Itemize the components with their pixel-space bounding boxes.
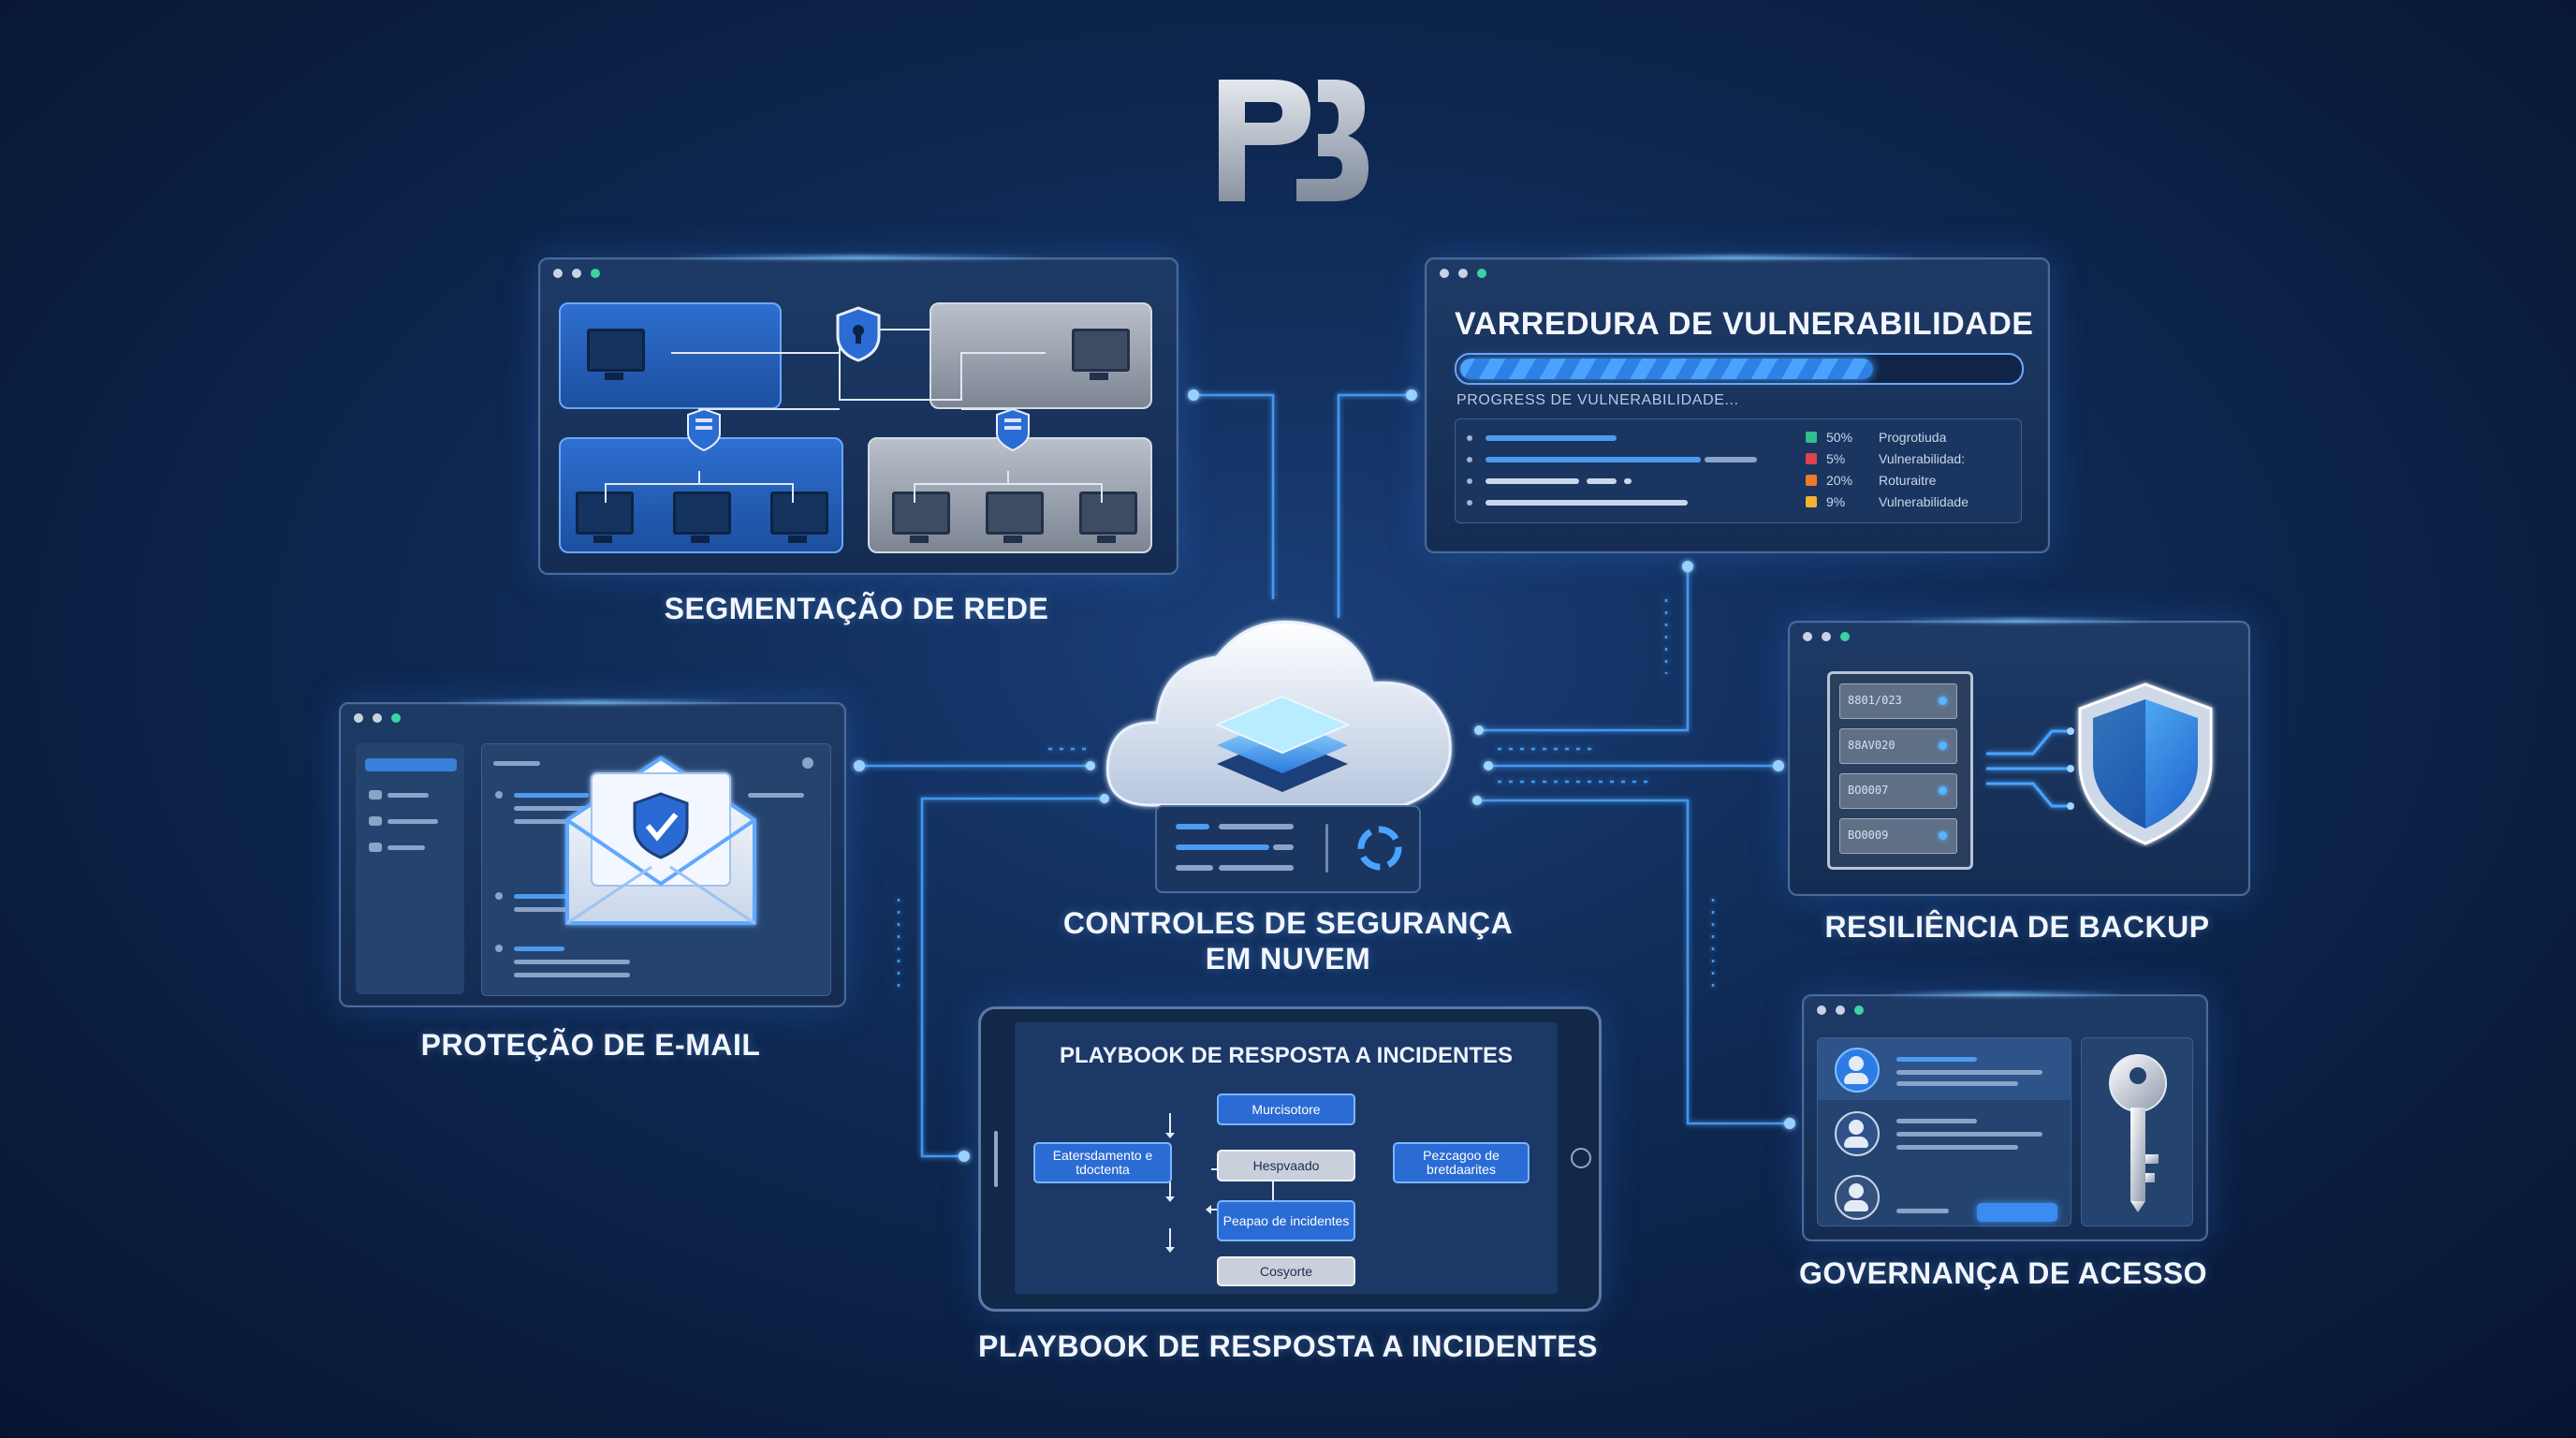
result-percent: 50% xyxy=(1826,430,1853,445)
network-zone-top-left xyxy=(559,302,782,409)
window-controls xyxy=(354,713,401,723)
scan-progress-bar xyxy=(1455,353,2024,385)
result-label: Vulnerabilidade xyxy=(1879,494,1969,509)
shield-icon xyxy=(2078,682,2213,845)
email-sidebar xyxy=(356,743,464,994)
key-icon xyxy=(2109,1054,2167,1212)
flow-node-3: Pezcagoo de bretdaarites xyxy=(1393,1142,1530,1183)
email-protection-window xyxy=(339,700,846,1007)
monitor-icon xyxy=(892,492,950,543)
network-zone-top-right xyxy=(929,302,1152,409)
cloud-status-card xyxy=(1155,805,1421,893)
status-swatch xyxy=(1806,432,1817,443)
status-swatch xyxy=(1806,475,1817,486)
layers-icon xyxy=(1214,695,1351,792)
result-percent: 20% xyxy=(1826,473,1853,488)
slot-label: BO0007 xyxy=(1848,784,1889,797)
flow-node-5: Peapao de incidentes xyxy=(1217,1200,1355,1241)
firewall-icon xyxy=(687,407,721,452)
window-controls xyxy=(553,269,600,278)
pb-logo: PB xyxy=(1219,80,1368,210)
slot-label: 88AV020 xyxy=(1848,739,1895,752)
access-governance-window xyxy=(1802,992,2208,1241)
server-slot: BO0007 xyxy=(1839,773,1957,809)
scan-progress-label: PROGRESS DE VULNERABILIDADE... xyxy=(1456,392,1739,408)
result-row: 5% Vulnerabilidad: xyxy=(1467,448,2010,469)
playbook-title: PLAYBOOK DE RESPOSTA A INCIDENTES xyxy=(1059,1043,1514,1068)
cloud-icon xyxy=(1105,621,1452,807)
server-rack-icon: 8801/023 88AV020 BO0007 BO0009 xyxy=(1827,671,1973,870)
data-flow-lines xyxy=(1986,727,2074,810)
shield-lock-icon xyxy=(836,306,881,362)
logo-text: PB xyxy=(1291,208,1293,210)
secure-envelope-icon xyxy=(565,756,756,925)
vulnerability-title: VARREDURA DE VULNERABILIDADE xyxy=(1455,306,2034,342)
loading-ring-icon xyxy=(1357,826,1402,871)
result-percent: 9% xyxy=(1826,494,1846,509)
key-panel xyxy=(2081,1037,2193,1226)
server-slot: BO0009 xyxy=(1839,818,1957,854)
network-links xyxy=(605,306,1103,503)
user-avatar-icon xyxy=(1835,1048,1880,1093)
monitor-icon xyxy=(986,492,1044,543)
scan-results-panel: 50% Progrotiuda 5% Vulnerabilidad: 20% R… xyxy=(1455,418,2022,523)
slot-label: 8801/023 xyxy=(1848,694,1902,707)
firewall-icon xyxy=(996,407,1030,452)
window-controls xyxy=(1817,1005,1864,1015)
backup-caption: RESILIÊNCIA DE BACKUP xyxy=(1824,910,2210,944)
flow-node-2: Hespvaado xyxy=(1217,1150,1355,1181)
incident-playbook-tablet: PLAYBOOK DE RESPOSTA A INCIDENTES xyxy=(978,1006,1602,1312)
window-controls xyxy=(1803,632,1850,641)
slot-label: BO0009 xyxy=(1848,829,1889,842)
result-row: 9% Vulnerabilidade xyxy=(1467,492,2010,512)
status-swatch xyxy=(1806,453,1817,464)
monitor-icon xyxy=(770,492,828,543)
monitor-icon xyxy=(673,492,731,543)
flow-node-1: Murcisotore xyxy=(1217,1093,1355,1125)
flow-node-6: Cosyorte xyxy=(1217,1256,1355,1286)
tablet-home-button[interactable] xyxy=(1571,1148,1591,1168)
scan-progress-fill xyxy=(1460,359,1873,379)
window-controls xyxy=(1440,269,1486,278)
result-percent: 5% xyxy=(1826,451,1846,466)
playbook-screen: PLAYBOOK DE RESPOSTA A INCIDENTES xyxy=(1015,1022,1558,1294)
monitor-icon xyxy=(1072,329,1130,380)
backup-resilience-window: 8801/023 88AV020 BO0007 BO0009 xyxy=(1788,619,2250,896)
monitor-icon xyxy=(1079,492,1137,543)
segmentation-caption: SEGMENTAÇÃO DE REDE xyxy=(664,592,1049,625)
grant-access-button[interactable] xyxy=(1977,1203,2057,1222)
user-list xyxy=(1817,1037,2071,1226)
result-label: Vulnerabilidad: xyxy=(1879,451,1966,466)
result-row: 50% Progrotiuda xyxy=(1467,427,2010,448)
access-caption: GOVERNANÇA DE ACESSO xyxy=(1798,1256,2208,1290)
vulnerability-scan-window: VARREDURA DE VULNERABILIDADE PROGRESS DE… xyxy=(1425,256,2050,553)
playbook-caption: PLAYBOOK DE RESPOSTA A INCIDENTES xyxy=(978,1329,1598,1363)
network-segmentation-window xyxy=(538,256,1178,575)
user-avatar-icon xyxy=(1835,1111,1880,1156)
result-label: Progrotiuda xyxy=(1879,430,1947,445)
cloud-caption-line2: EM NUVEM xyxy=(1205,942,1371,976)
result-row: 20% Roturaitre xyxy=(1467,470,2010,491)
status-swatch xyxy=(1806,496,1817,507)
user-avatar-icon xyxy=(1835,1175,1880,1220)
monitor-icon xyxy=(587,329,645,380)
email-caption: PROTEÇÃO DE E-MAIL xyxy=(420,1028,761,1062)
server-slot: 8801/023 xyxy=(1839,683,1957,719)
cloud-caption-line1: CONTROLES DE SEGURANÇA xyxy=(1062,906,1514,940)
flow-node-4: Eatersdamento e tdoctenta xyxy=(1033,1142,1172,1183)
server-slot: 88AV020 xyxy=(1839,728,1957,764)
result-label: Roturaitre xyxy=(1879,473,1937,488)
